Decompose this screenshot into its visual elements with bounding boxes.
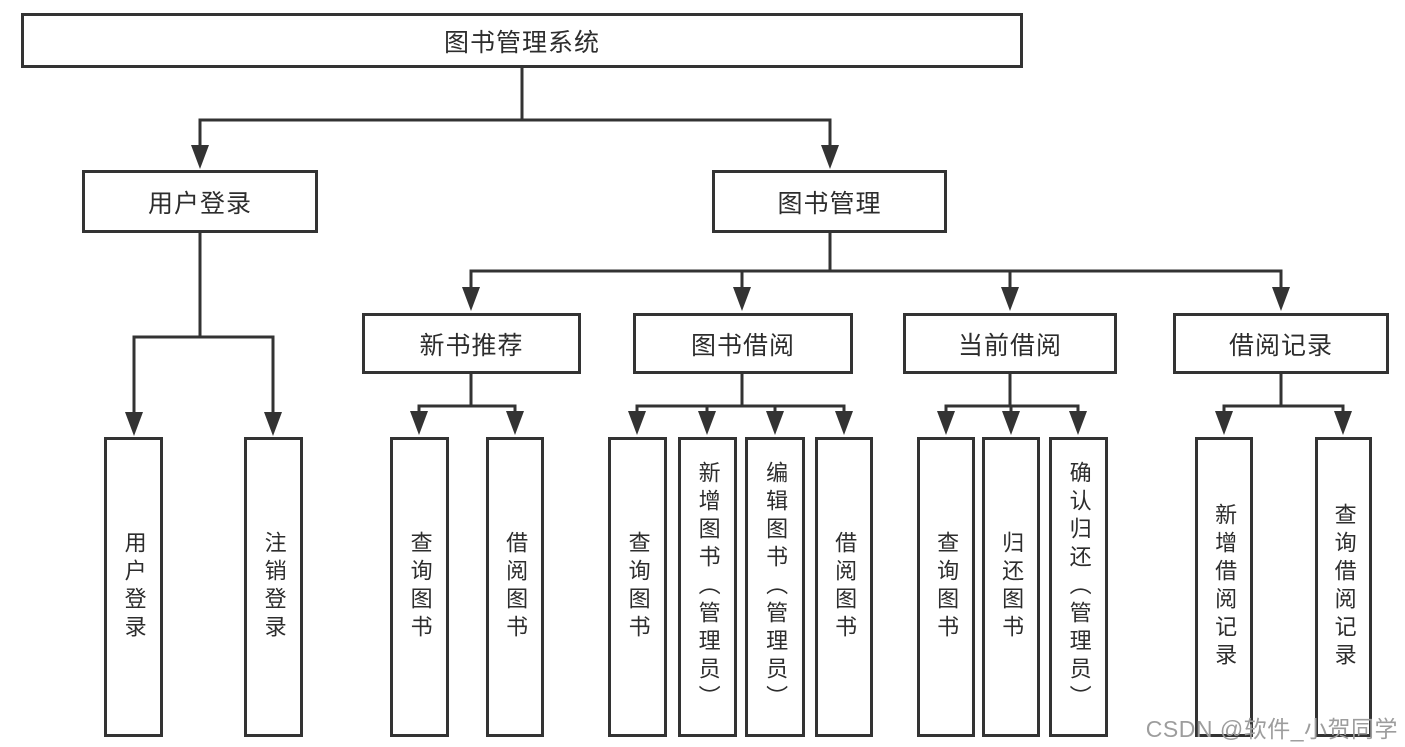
node-label: 当前借阅 bbox=[957, 331, 1062, 360]
node-label: 借阅记录 bbox=[1228, 331, 1333, 360]
leaf-br-query-record: 查询借阅记录 bbox=[1315, 437, 1372, 737]
node-borrow-record: 借阅记录 bbox=[1173, 313, 1389, 374]
node-label: 借阅图书 bbox=[832, 531, 858, 643]
node-label: 图书管理 bbox=[777, 189, 882, 218]
node-label: 新增图书（管理员） bbox=[695, 461, 721, 713]
node-label: 新增借阅记录 bbox=[1212, 503, 1238, 671]
watermark: CSDN @软件_小贺同学 bbox=[1145, 716, 1398, 742]
leaf-bb-borrow-books: 借阅图书 bbox=[815, 437, 873, 737]
leaf-nbr-borrow-books: 借阅图书 bbox=[486, 437, 544, 737]
node-label: 注销登录 bbox=[261, 531, 287, 643]
node-label: 图书借阅 bbox=[690, 331, 795, 360]
node-book-borrow: 图书借阅 bbox=[633, 313, 853, 374]
node-label: 用户登录 bbox=[147, 189, 252, 218]
node-label: 归还图书 bbox=[999, 531, 1025, 643]
leaf-br-add-record: 新增借阅记录 bbox=[1195, 437, 1253, 737]
node-label: 查询图书 bbox=[407, 531, 433, 643]
leaf-user-login: 用户登录 bbox=[104, 437, 163, 737]
node-system-root: 图书管理系统 bbox=[21, 13, 1023, 68]
node-user-login: 用户登录 bbox=[82, 170, 318, 233]
node-label: 图书管理系统 bbox=[443, 28, 600, 57]
node-label: 新书推荐 bbox=[419, 331, 524, 360]
leaf-cb-confirm-return: 确认归还（管理员） bbox=[1049, 437, 1108, 737]
node-book-management: 图书管理 bbox=[712, 170, 947, 233]
node-label: 查询图书 bbox=[934, 531, 960, 643]
node-label: 用户登录 bbox=[121, 531, 147, 643]
node-label: 确认归还（管理员） bbox=[1066, 461, 1092, 713]
leaf-bb-edit-books: 编辑图书（管理员） bbox=[745, 437, 805, 737]
leaf-bb-add-books: 新增图书（管理员） bbox=[678, 437, 737, 737]
node-label: 查询借阅记录 bbox=[1331, 503, 1357, 671]
node-current-borrow: 当前借阅 bbox=[903, 313, 1117, 374]
node-new-book-recommend: 新书推荐 bbox=[362, 313, 581, 374]
leaf-nbr-query-books: 查询图书 bbox=[390, 437, 449, 737]
leaf-cb-return-books: 归还图书 bbox=[982, 437, 1040, 737]
node-label: 查询图书 bbox=[625, 531, 651, 643]
leaf-cb-query-books: 查询图书 bbox=[917, 437, 975, 737]
leaf-logout: 注销登录 bbox=[244, 437, 303, 737]
node-label: 编辑图书（管理员） bbox=[763, 461, 789, 713]
leaf-bb-query-books: 查询图书 bbox=[608, 437, 667, 737]
node-label: 借阅图书 bbox=[503, 531, 529, 643]
